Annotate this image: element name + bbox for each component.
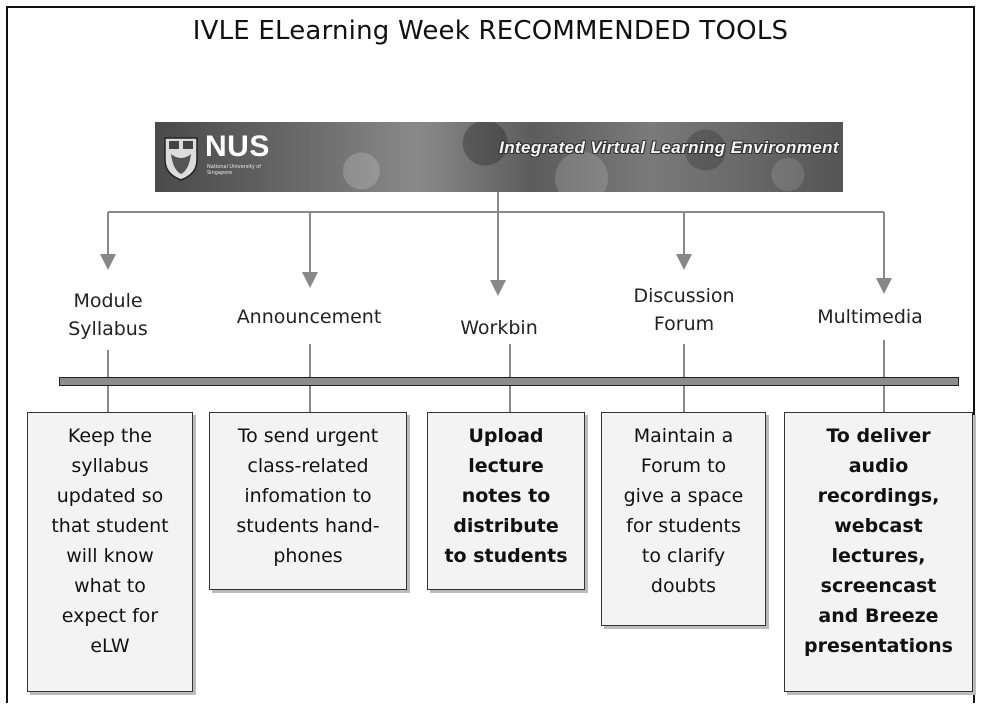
tool-label-discussion-forum: Discussion Forum [633, 285, 735, 335]
description-box-multimedia: To deliver audio recordings, webcast lec… [784, 412, 973, 692]
banner-background [155, 122, 843, 192]
timeline-bar [59, 377, 959, 386]
nus-crest-icon [164, 137, 198, 181]
tool-label-workbin: Workbin [460, 317, 538, 339]
description-box-module-syllabus: Keep the syllabus updated so that studen… [27, 412, 193, 692]
diagram-frame [6, 6, 975, 703]
nus-logo-text: NUS [205, 130, 270, 163]
nus-logo-subtitle: National University of Singapore [207, 164, 262, 176]
description-box-discussion-forum: Maintain a Forum to give a space for stu… [601, 412, 766, 626]
diagram-title: IVLE ELearning Week RECOMMENDED TOOLS [192, 16, 789, 46]
ivle-banner: NUS National University of Singapore Int… [155, 122, 843, 192]
description-box-announcement: To send urgent class-related infomation … [209, 412, 407, 590]
description-box-workbin: Upload lecture notes to distribute to st… [427, 412, 585, 590]
tool-label-module-syllabus: Module Syllabus [68, 290, 148, 340]
tool-label-multimedia: Multimedia [817, 306, 923, 328]
banner-tagline: Integrated Virtual Learning Environment [499, 138, 839, 157]
tool-label-announcement: Announcement [236, 306, 382, 328]
